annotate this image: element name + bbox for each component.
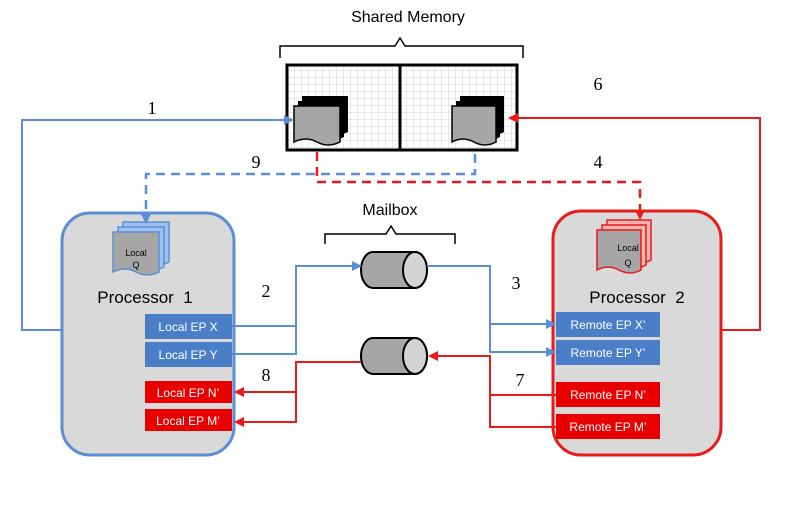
remote-ep-n-label: Remote EP N’ <box>570 388 646 402</box>
arrow-remote-ep-n-to-mailbox <box>428 351 556 396</box>
remote-ep-x-box <box>556 312 660 337</box>
remote-ep-y-box <box>556 340 660 365</box>
arrow-6-to-shared-memory <box>508 113 761 331</box>
step-2-label: 2 <box>262 281 271 301</box>
arrow-mailbox-to-remote-ep-x <box>427 265 556 329</box>
processor-1-queue-icon: Local Q <box>112 221 170 276</box>
local-ep-x-box <box>145 314 232 339</box>
step-8-label: 8 <box>262 365 271 385</box>
step-7-label: 7 <box>516 370 525 390</box>
step-6-label: 6 <box>594 74 603 94</box>
local-ep-m-label: Local EP M’ <box>156 414 220 428</box>
mailbox-label: Mailbox <box>362 202 417 219</box>
processor-2-queue-label-line1: Local <box>617 243 639 253</box>
step-1-label: 1 <box>148 98 157 118</box>
mailbox-brace <box>324 224 456 244</box>
arrow-local-ep-y-to-mailbox <box>232 266 297 355</box>
mailbox-cylinder-top-icon <box>360 251 428 289</box>
arrow-mailbox-to-local-ep-m <box>234 392 297 427</box>
local-ep-m-box <box>145 409 232 431</box>
arrow-mailbox-to-remote-ep-y <box>489 324 556 357</box>
step-4-label: 4 <box>594 152 603 172</box>
shared-doc-left-icon <box>293 96 348 146</box>
processor-1-label: Processor 1 <box>97 288 192 307</box>
arrow-9-shared-memory-to-local-q <box>141 154 477 224</box>
shared-memory-title: Shared Memory <box>351 9 465 26</box>
local-ep-y-box <box>145 342 232 367</box>
remote-ep-m-box <box>556 414 660 439</box>
processor-1-queue-label-line1: Local <box>125 248 147 258</box>
processor-2-queue-label-line2: Q <box>624 258 631 268</box>
shared-memory-brace <box>279 36 524 58</box>
arrow-1-to-shared-memory <box>21 115 294 331</box>
remote-ep-x-label: Remote EP X’ <box>570 318 645 332</box>
mailbox-cylinder-bottom-icon <box>360 337 428 375</box>
arrow-4-shared-memory-to-remote-q <box>315 152 645 220</box>
shared-doc-right-icon <box>451 96 504 146</box>
local-ep-x-label: Local EP X <box>158 320 217 334</box>
remote-ep-n-box <box>556 382 660 407</box>
local-ep-y-label: Local EP Y <box>159 348 218 362</box>
arrow-mailbox-to-local-ep-n <box>234 361 361 397</box>
local-ep-n-label: Local EP N’ <box>157 386 219 400</box>
remote-ep-y-label: Remote EP Y’ <box>571 346 646 360</box>
processor-2-label: Processor 2 <box>589 288 684 307</box>
processor-1-queue-label-line2: Q <box>132 260 139 270</box>
arrow-remote-ep-m-to-mailbox <box>489 395 556 428</box>
local-ep-n-box <box>145 381 232 403</box>
remote-ep-m-label: Remote EP M’ <box>569 420 646 434</box>
processor-2-queue-icon: Local Q <box>596 219 652 274</box>
step-9-label: 9 <box>252 152 261 172</box>
step-3-label: 3 <box>512 273 521 293</box>
